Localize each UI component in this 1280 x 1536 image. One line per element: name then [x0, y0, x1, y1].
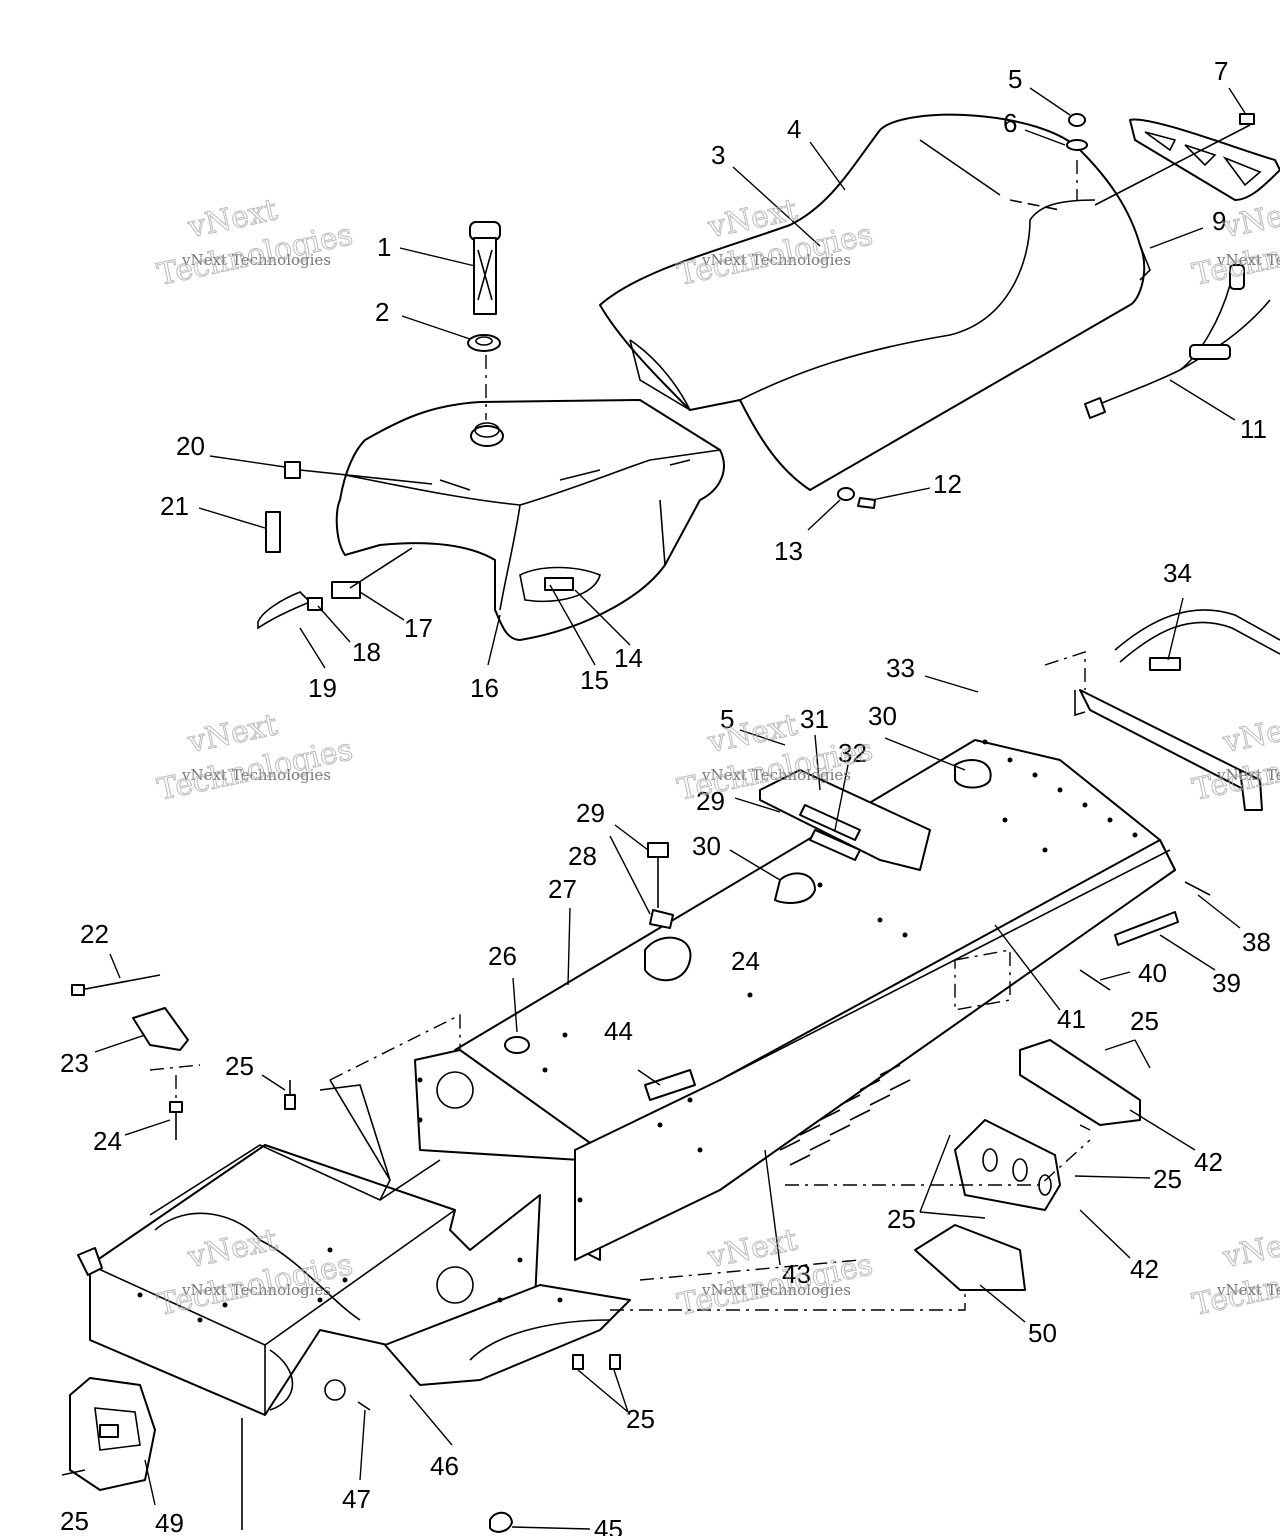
- callout-44: 44: [604, 1016, 633, 1046]
- callout-41: 41: [1057, 1004, 1086, 1034]
- callout-22: 22: [80, 919, 109, 949]
- seat-hardware: [1066, 113, 1280, 206]
- callout-25-rear-low: 25: [887, 1204, 916, 1234]
- watermark-small: vNext Technologies: [1216, 251, 1280, 269]
- watermark: vNext vNext Technologies Technologies: [1189, 1222, 1280, 1323]
- callout-16: 16: [470, 673, 499, 703]
- assembly-lines: [329, 651, 1091, 1311]
- watermark-small: vNext Technologies: [1216, 1281, 1280, 1299]
- callout-6: 6: [1003, 108, 1017, 138]
- callout-12: 12: [933, 469, 962, 499]
- callout-25-skid: 25: [626, 1404, 655, 1434]
- fuel-line-parts: [257, 461, 433, 630]
- leader-lines: [94, 87, 1246, 1530]
- watermark-small: vNext Technologies: [701, 251, 851, 269]
- callout-15: 15: [580, 665, 609, 695]
- callout-33: 33: [886, 653, 915, 683]
- watermark: vNext vNext Technologies Technologies: [154, 1222, 356, 1323]
- callout-42-low: 42: [1130, 1254, 1159, 1284]
- watermark-top: vNext: [1219, 707, 1280, 760]
- callout-27: 27: [548, 874, 577, 904]
- callout-19: 19: [308, 673, 337, 703]
- callout-5-lower: 5: [720, 704, 734, 734]
- callout-25-front: 25: [225, 1051, 254, 1081]
- callout-42-top: 42: [1194, 1147, 1223, 1177]
- callout-38: 38: [1242, 927, 1271, 957]
- gas-cap: [467, 221, 501, 420]
- watermark-small: vNext Technologies: [181, 766, 331, 784]
- frame-vents: [779, 1064, 911, 1166]
- callout-24-left: 24: [93, 1126, 122, 1156]
- callout-43: 43: [782, 1259, 811, 1289]
- callout-28: 28: [568, 841, 597, 871]
- callout-14: 14: [614, 643, 643, 673]
- callout-31: 31: [800, 704, 829, 734]
- seat: [599, 113, 1151, 491]
- callout-45: 45: [594, 1514, 623, 1536]
- callout-5: 5: [1008, 64, 1022, 94]
- watermark-top: vNext: [1219, 1222, 1280, 1275]
- callout-25-rear-top: 25: [1130, 1006, 1159, 1036]
- callout-2: 2: [375, 297, 389, 327]
- callout-1: 1: [377, 232, 391, 262]
- watermark-small: vNext Technologies: [1216, 766, 1280, 784]
- frame-holes: [137, 739, 1138, 1323]
- callout-7: 7: [1214, 56, 1228, 86]
- watermark: vNext vNext Technologies Technologies: [154, 707, 356, 808]
- callout-23: 23: [60, 1048, 89, 1078]
- callout-50: 50: [1028, 1318, 1057, 1348]
- misc-fasteners: [61, 974, 621, 1530]
- callout-21: 21: [160, 491, 189, 521]
- callout-3: 3: [711, 140, 725, 170]
- callout-25-rear-mid: 25: [1153, 1164, 1182, 1194]
- callout-18: 18: [352, 637, 381, 667]
- callout-26: 26: [488, 941, 517, 971]
- watermark: vNext vNext Technologies Technologies: [674, 1222, 876, 1323]
- callout-49: 49: [155, 1508, 184, 1536]
- callout-25-bracket: 25: [60, 1506, 89, 1536]
- callout-32: 32: [838, 738, 867, 768]
- seat-bolt: [837, 487, 876, 509]
- watermark-top: vNext: [1219, 192, 1280, 245]
- wiring-harness: [1084, 264, 1271, 419]
- callout-34: 34: [1163, 558, 1192, 588]
- callout-29-right: 29: [696, 786, 725, 816]
- callout-17: 17: [404, 613, 433, 643]
- watermark-small: vNext Technologies: [701, 1281, 851, 1299]
- watermark-small: vNext Technologies: [701, 766, 851, 784]
- callout-30-left: 30: [692, 831, 721, 861]
- watermark-small: vNext Technologies: [181, 1281, 331, 1299]
- callout-24-middle: 24: [731, 946, 760, 976]
- watermark: vNext vNext Technologies Technologies: [154, 192, 356, 293]
- callout-39: 39: [1212, 968, 1241, 998]
- callout-40: 40: [1138, 958, 1167, 988]
- callout-4: 4: [787, 114, 801, 144]
- watermark-small: vNext Technologies: [181, 251, 331, 269]
- callout-11: 11: [1240, 414, 1267, 444]
- chassis-frame: [69, 609, 1280, 1491]
- callout-46: 46: [430, 1451, 459, 1481]
- callout-29-left: 29: [576, 798, 605, 828]
- fuel-tank: [335, 399, 725, 641]
- callout-9: 9: [1212, 206, 1226, 236]
- callout-labels: 1 2 3 4 5 6 7 9 11 12 13 14 15 16 17 18 …: [60, 56, 1271, 1536]
- callout-13: 13: [774, 536, 803, 566]
- frame-hardware: [489, 759, 1211, 1533]
- callout-20: 20: [176, 431, 205, 461]
- callout-47: 47: [342, 1484, 371, 1514]
- callout-30-right: 30: [868, 701, 897, 731]
